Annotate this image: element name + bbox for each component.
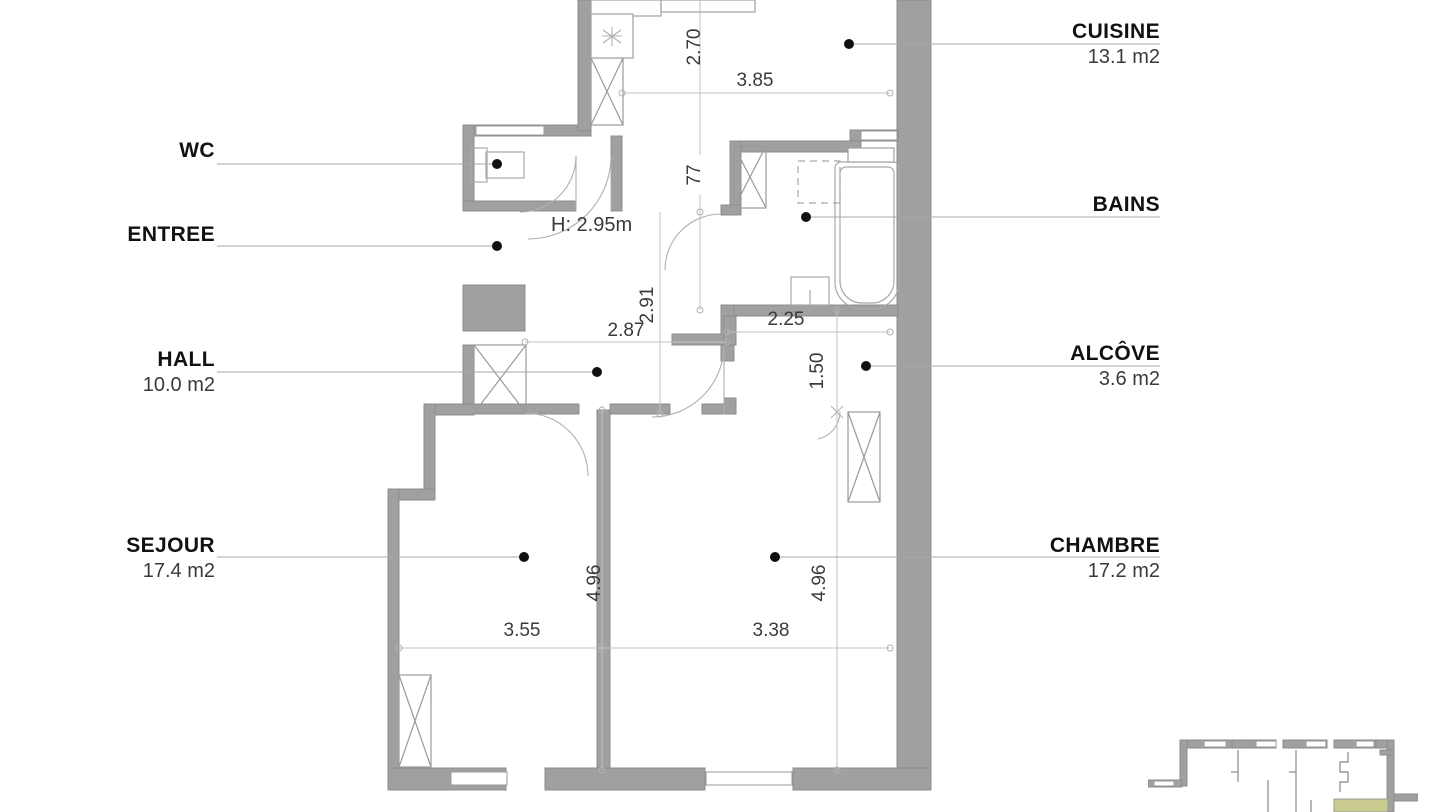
room-label-wc: WC [100,138,215,164]
shower-icon [797,160,841,204]
dim-3-55: 3.55 [504,620,541,641]
ceiling-height-note: H: 2.95m [551,214,632,236]
closet-icon-alcove [847,411,881,503]
room-label-sejour: SEJOUR 17.4 m2 [40,533,215,584]
room-area-cuisine: 13.1 m2 [1087,46,1160,68]
room-label-bains: BAINS [985,192,1160,218]
dim-4-96-left: 4.96 [584,565,605,602]
closet-icon-kitchen [590,57,624,126]
room-area-hall: 10.0 m2 [142,374,215,396]
room-label-cuisine: CUISINE 13.1 m2 [985,19,1160,70]
label-leader-lines [217,43,1160,558]
toilet-icon [470,147,525,183]
marker-hall [592,367,602,377]
dimension-lines [395,0,894,774]
door-swings [519,155,841,477]
building-overview-minimap[interactable] [1148,722,1418,812]
room-label-hall: HALL 10.0 m2 [40,347,215,398]
bathtub-icon [834,161,900,310]
room-name-cuisine: CUISINE [1072,20,1160,43]
dim-2-25: 2.25 [768,309,805,330]
dim-2-91: 2.91 [637,287,658,324]
fixtures [462,0,900,332]
structural-walls [387,0,932,791]
marker-sejour [519,552,529,562]
room-name-hall: HALL [157,348,215,371]
marker-bains [801,212,811,222]
closet-icon-hall [473,344,527,414]
closet-hatch-symbols [398,57,881,768]
room-area-sejour: 17.4 m2 [142,560,215,582]
marker-cuisine [844,39,854,49]
closet-icon-sejour [398,674,432,768]
dim-77: 77 [684,164,705,185]
room-label-chambre: CHAMBRE 17.2 m2 [985,533,1160,584]
dim-4-96-right: 4.96 [809,565,830,602]
marker-wc [492,159,502,169]
room-name-entree: ENTREE [127,223,215,246]
room-name-wc: WC [179,139,215,162]
closet-icon-bath [733,145,767,209]
marker-entree [492,241,502,251]
room-name-chambre: CHAMBRE [1049,534,1160,557]
room-marker-dots [492,39,871,562]
dim-1-50: 1.50 [807,353,828,390]
room-name-alcove: ALCÔVE [1070,342,1160,365]
dim-3-38: 3.38 [753,620,790,641]
room-name-sejour: SEJOUR [126,534,215,557]
washbasin-icon [790,276,830,306]
marker-chambre [770,552,780,562]
cooktop-icon [602,27,622,46]
windows [450,125,898,786]
dim-2-87: 2.87 [608,320,645,341]
room-name-bains: BAINS [1092,193,1160,216]
dimension-labels: 2.70 3.85 77 2.87 2.91 2.25 1.50 4.96 4.… [504,29,830,641]
room-area-chambre: 17.2 m2 [1087,560,1160,582]
marker-alcove [861,361,871,371]
room-label-entree: ENTREE [40,222,215,248]
dim-2-70: 2.70 [684,29,705,66]
room-label-alcove: ALCÔVE 3.6 m2 [985,341,1160,392]
room-area-alcove: 3.6 m2 [1098,368,1160,390]
dim-3-85: 3.85 [737,70,774,91]
hall-cupboard [462,284,526,332]
